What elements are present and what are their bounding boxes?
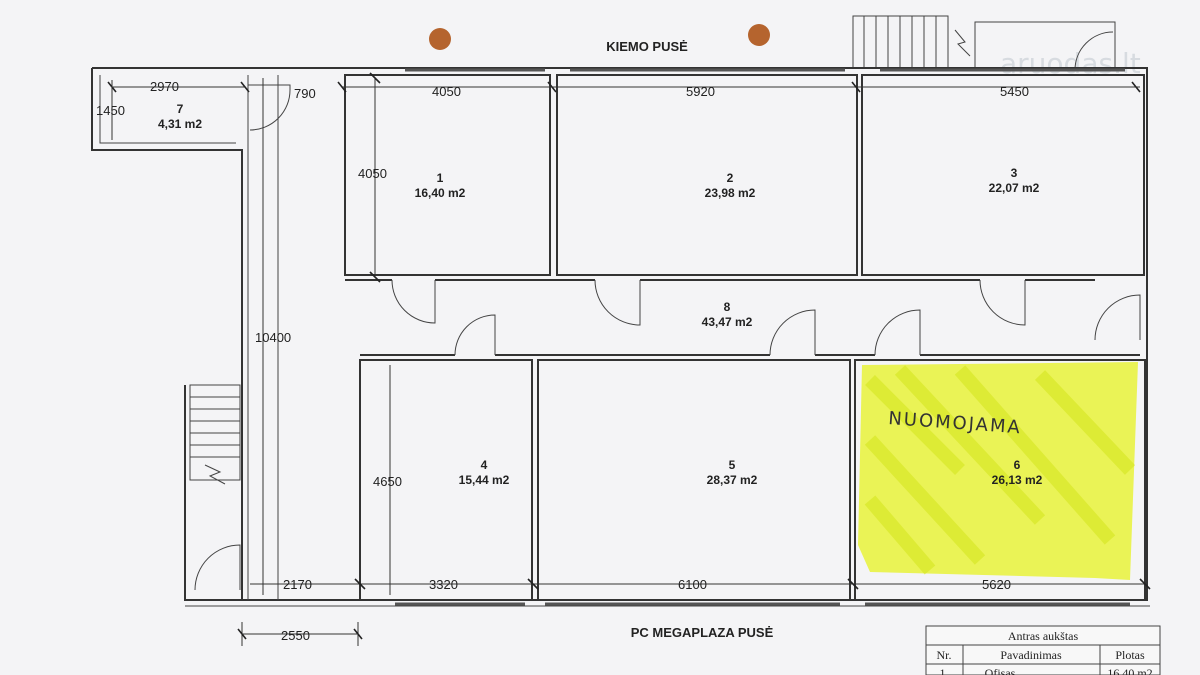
room-2-outline [556,74,858,276]
dim-6100: 6100 [678,577,707,592]
room-4-area: 15,44 m2 [459,473,510,487]
table-cell-area: 16,40 m2 [1107,666,1152,675]
room-4-outline [359,359,533,601]
room-4-number: 4 [481,458,488,472]
dim-5620: 5620 [982,577,1011,592]
bottom-side-label: PC MEGAPLAZA PUSĖ [631,625,774,640]
room-7-area: 4,31 m2 [158,117,202,131]
room-6-highlight: NUOMOJAMA [858,362,1138,580]
room-6-area: 26,13 m2 [992,473,1043,487]
top-side-label: KIEMO PUSĖ [606,39,688,54]
table-title: Antras aukštas [1008,629,1079,643]
room-5-area: 28,37 m2 [707,473,758,487]
room-6-number: 6 [1014,458,1021,472]
table-cell-nr: 1. [940,666,949,675]
room-7-number: 7 [177,102,184,116]
room-8-area: 43,47 m2 [702,315,753,329]
room-8-number: 8 [724,300,731,314]
dim-2970: 2970 [150,79,179,94]
room-1-number: 1 [437,171,444,185]
dim-5920: 5920 [686,84,715,99]
punch-hole-left [429,28,451,50]
staircase-left [189,384,241,485]
dim-2170: 2170 [283,577,312,592]
dimension-labels: 2970 1450 790 4050 4050 5920 5450 10400 … [96,79,1029,643]
dim-790: 790 [294,86,316,101]
room-1-area: 16,40 m2 [415,186,466,200]
room-3-outline [861,74,1145,276]
dim-4050-side: 4050 [358,166,387,181]
area-table: Antras aukštas Nr. Pavadinimas Plotas 1.… [925,625,1161,675]
dim-5450: 5450 [1000,84,1029,99]
corridor-walls [345,279,1140,356]
room-5-outline [537,359,851,601]
room-6-outline [854,359,1146,601]
table-header-name: Pavadinimas [1000,648,1062,662]
dimension-lines [107,72,1151,646]
dim-1450: 1450 [96,103,125,118]
room-5-number: 5 [729,458,736,472]
punch-hole-right [748,24,770,46]
dim-4050-top: 4050 [432,84,461,99]
dim-4650: 4650 [373,474,402,489]
room-3-number: 3 [1011,166,1018,180]
table-cell-name: Ofisas [985,666,1016,675]
table-header-area: Plotas [1115,648,1145,662]
room-2-number: 2 [727,171,734,185]
staircase-top [852,15,1116,71]
building-walls [91,67,1150,607]
room-3-area: 22,07 m2 [989,181,1040,195]
room-labels: 7 4,31 m2 1 16,40 m2 2 23,98 m2 3 22,07 … [158,102,1043,487]
dim-2550: 2550 [281,628,310,643]
dim-10400: 10400 [255,330,291,345]
doors [194,84,1141,591]
room-1-outline [344,74,551,276]
dim-3320: 3320 [429,577,458,592]
room-2-area: 23,98 m2 [705,186,756,200]
table-header-nr: Nr. [937,648,952,662]
